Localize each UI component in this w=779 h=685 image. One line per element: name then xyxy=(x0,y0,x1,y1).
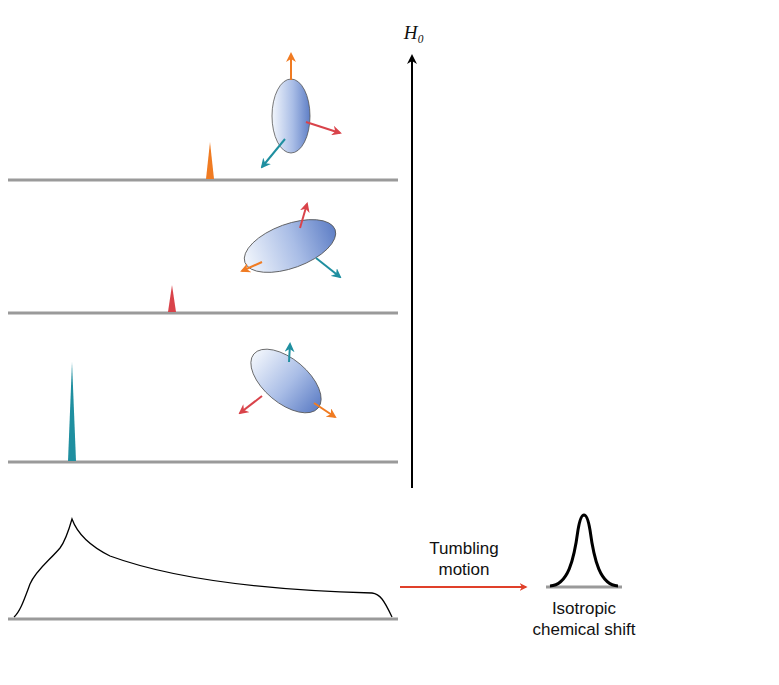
isotropic-peak xyxy=(550,515,618,586)
field-arrow xyxy=(411,56,413,488)
tensor-ellipsoid xyxy=(237,204,342,283)
tumbling-arrow xyxy=(400,586,526,588)
teal-peak xyxy=(68,362,76,461)
tensor-ellipsoid xyxy=(262,54,340,167)
peak-caption: Isotropic chemical shift xyxy=(529,598,639,640)
red-peak xyxy=(168,285,176,312)
spectrum-baseline xyxy=(8,180,622,619)
tensor-ellipsoid xyxy=(240,337,335,425)
powder-pattern xyxy=(14,519,392,617)
field-label: H₀ xyxy=(394,22,434,43)
process-label: Tumbling motion xyxy=(414,538,514,580)
orange-peak xyxy=(206,142,214,179)
